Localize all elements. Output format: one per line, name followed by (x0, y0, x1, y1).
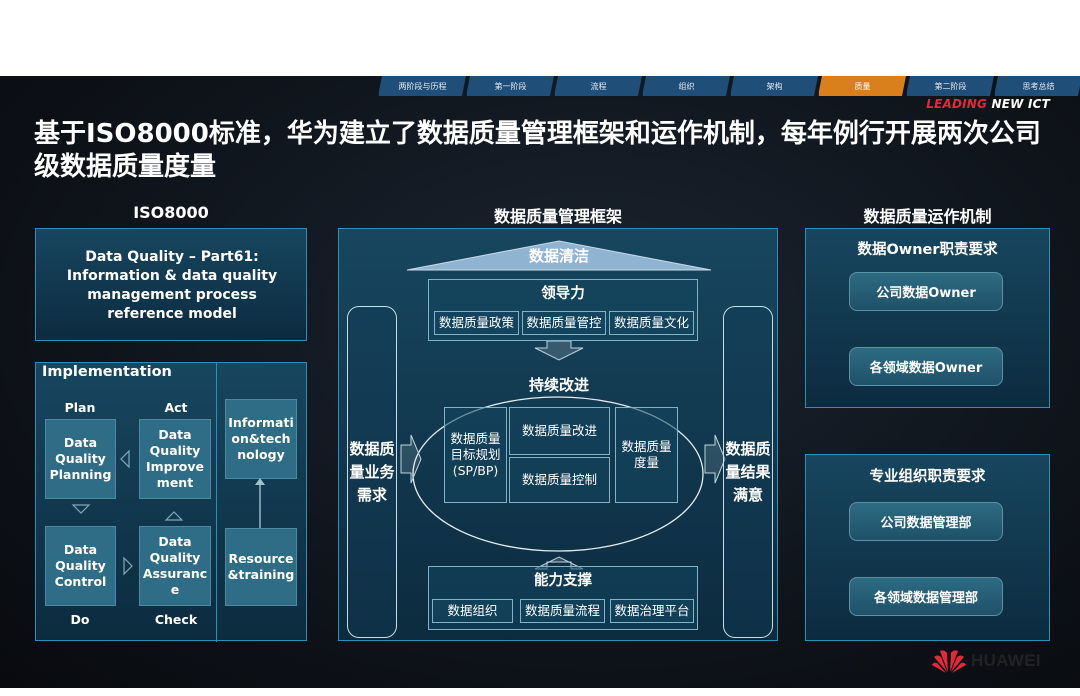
control-cell: 数据质量管控 (522, 311, 606, 335)
company-dept-pill: 公司数据管理部 (849, 502, 1003, 541)
iso-heading: ISO8000 (133, 203, 209, 222)
act-label: Act (164, 400, 188, 415)
org-title: 专业组织职责要求 (869, 469, 986, 485)
slide: 两阶段与历程 第一阶段 流程 组织 架构 质量 第二阶段 思考总结 LEADIN… (0, 76, 1080, 688)
arrow-up-icon (255, 478, 265, 485)
org-box: 专业组织职责要求 公司数据管理部 各领域数据管理部 (805, 454, 1050, 641)
nav-tab[interactable]: 组织 (642, 76, 730, 96)
planning-cell: Data Quality Planning (45, 419, 116, 499)
implementation-box: Implementation Plan Act Data Quality Pla… (35, 362, 307, 642)
company-owner-pill: 公司数据Owner (849, 272, 1003, 311)
arrow-left-icon (120, 449, 130, 469)
capability-label: 能力支撑 (534, 573, 592, 589)
part61-text: Data Quality – Part61: Information & dat… (66, 249, 278, 322)
section-nav: 两阶段与历程 第一阶段 流程 组织 架构 质量 第二阶段 思考总结 (378, 76, 1080, 96)
do-label: Do (70, 612, 90, 627)
resource-cell: Resource &training (225, 528, 297, 606)
culture-cell: 数据质量文化 (609, 311, 694, 335)
domain-owner-pill: 各领域数据Owner (849, 347, 1003, 386)
new-ict-text: NEW ICT (991, 97, 1050, 111)
owner-title: 数据Owner职责要求 (857, 242, 998, 258)
demand-column: 数据质量业务需求 (347, 306, 397, 638)
nav-tab[interactable]: 两阶段与历程 (378, 76, 466, 96)
page-number: Page 9 (850, 652, 894, 667)
qc-cell: 数据质量控制 (509, 457, 610, 503)
framework-graphics (400, 240, 726, 570)
arrow-right-icon (123, 556, 133, 576)
huawei-wordmark: HUAWEI (971, 651, 1041, 670)
framework-box: 数据清洁 领导力 数据质量政策 数据质量管控 数据质量文化 持续改进 数据质量目… (338, 228, 778, 641)
satisfaction-column: 数据质量结果满意 (723, 306, 773, 638)
leading-new-ict-logo: LEADING NEW ICT (926, 97, 1050, 111)
nav-tab[interactable]: 第一阶段 (466, 76, 554, 96)
mechanism-heading: 数据质量运作机制 (863, 207, 992, 226)
platform-cell: 数据治理平台 (610, 599, 694, 623)
process-cell: 数据质量流程 (520, 599, 605, 623)
nav-tab[interactable]: 架构 (730, 76, 818, 96)
info-tech-cell: Informati on&tech nology (225, 399, 297, 479)
huawei-logo: HUAWEI (932, 648, 1041, 674)
check-label: Check (154, 612, 198, 627)
policy-cell: 数据质量政策 (434, 311, 519, 335)
cleaning-label: 数据清洁 (528, 247, 589, 265)
plan-label: Plan (64, 400, 96, 415)
plan-goal-cell: 数据质量目标规划(SP/BP) (444, 407, 507, 503)
divider (216, 363, 217, 642)
nav-tab[interactable]: 思考总结 (994, 76, 1080, 96)
arrow-up-icon (164, 511, 184, 521)
right-arrow-icon (400, 434, 422, 484)
nav-tab[interactable]: 流程 (554, 76, 642, 96)
arrow-down-icon (71, 504, 91, 514)
owner-box: 数据Owner职责要求 公司数据Owner 各领域数据Owner (805, 228, 1050, 408)
leadership-label: 领导力 (541, 286, 585, 302)
implementation-label: Implementation (42, 364, 172, 380)
slide-title: 基于ISO8000标准，华为建立了数据质量管理框架和运作机制，每年例行开展两次公… (34, 119, 1041, 182)
continuous-label: 持续改进 (528, 376, 589, 394)
roof-triangle (406, 240, 712, 271)
domain-dept-pill: 各领域数据管理部 (849, 577, 1003, 616)
right-arrow-icon (704, 434, 726, 484)
ellipse-outline (412, 396, 704, 552)
framework-heading: 数据质量管理框架 (493, 207, 622, 226)
nav-tab-active[interactable]: 质量 (818, 76, 906, 96)
improvement-cell: Data Quality Improve ment (139, 419, 211, 499)
leading-text: LEADING (926, 97, 988, 111)
pdca-arrows (71, 449, 265, 576)
down-arrow-icon (534, 340, 584, 361)
improve-cell: 数据质量改进 (509, 407, 610, 455)
nav-tab[interactable]: 第二阶段 (906, 76, 994, 96)
huawei-flower-icon (932, 650, 966, 673)
org-cell: 数据组织 (432, 599, 513, 623)
part61-box: Data Quality – Part61: Information & dat… (35, 228, 307, 341)
measure-cell: 数据质量度量 (615, 407, 678, 503)
control-cell: Data Quality Control (45, 526, 116, 606)
assurance-cell: Data Quality Assuranc e (139, 526, 211, 606)
